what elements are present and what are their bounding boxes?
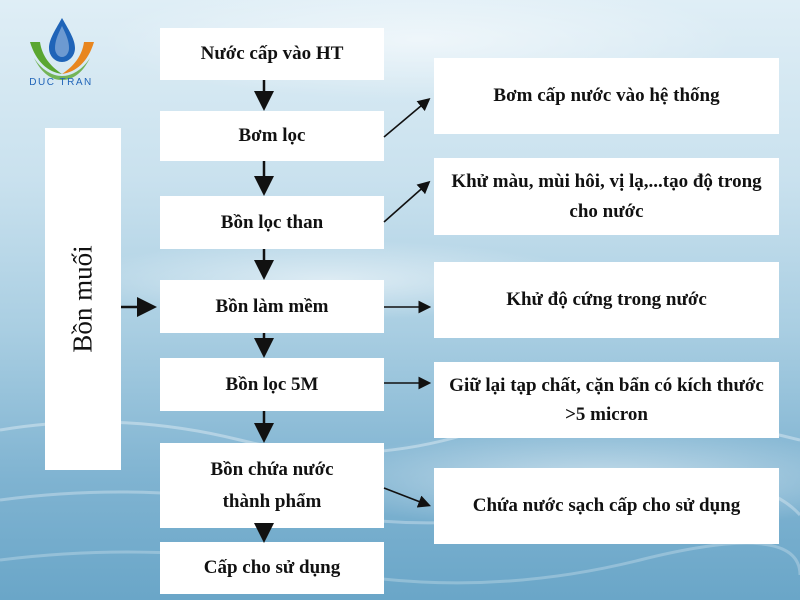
desc-filter-pump: Bơm cấp nước vào hệ thống	[434, 58, 779, 134]
step-product-tank: Bồn chứa nước thành phẩm	[160, 443, 384, 528]
arrow-desc-2	[383, 180, 431, 223]
step-5m-filter: Bồn lọc 5M	[160, 358, 384, 411]
arrow-desc-5	[383, 487, 431, 508]
side-tank-box: Bồn muối	[45, 128, 121, 470]
desc-5m-filter: Giữ lại tạp chất, cặn bẩn có kích thước …	[434, 362, 779, 438]
desc-softener: Khử độ cứng trong nước	[434, 262, 779, 338]
step-carbon-filter: Bồn lọc than	[160, 196, 384, 249]
step-water-inlet: Nước cấp vào HT	[160, 28, 384, 80]
desc-carbon-filter: Khử màu, mùi hôi, vị lạ,...tạo độ trong …	[434, 158, 779, 235]
step-softener: Bồn làm mềm	[160, 280, 384, 333]
step-supply-use: Cấp cho sử dụng	[160, 542, 384, 594]
desc-product-tank: Chứa nước sạch cấp cho sử dụng	[434, 468, 779, 544]
company-logo-icon	[30, 18, 94, 80]
step-filter-pump: Bơm lọc	[160, 111, 384, 161]
logo-text: DUC TRAN	[29, 77, 93, 88]
arrow-desc-1	[383, 97, 431, 138]
